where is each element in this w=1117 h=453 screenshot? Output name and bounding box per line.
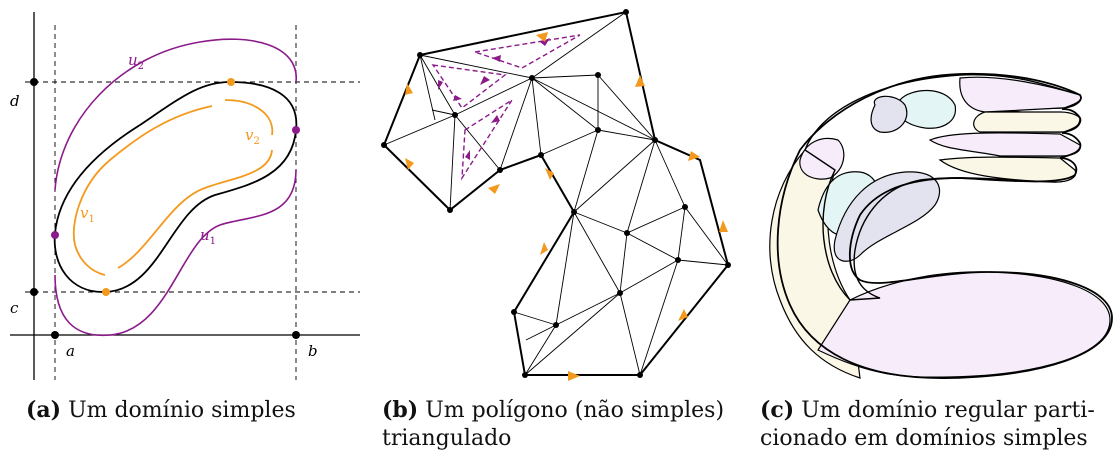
point-left-purple	[51, 231, 59, 239]
curve-v1	[72, 105, 213, 276]
purple-dashed-triangles	[431, 34, 581, 181]
caption-c-line1: Um domínio regular parti-	[801, 398, 1095, 423]
caption-b-line1: Um polígono (não simples)	[425, 398, 725, 423]
orange-arrowheads	[405, 32, 728, 381]
point-d	[30, 78, 38, 86]
panel-b-diagram	[381, 9, 731, 381]
caption-b: (b) Um polígono (não simples) triangulad…	[382, 396, 752, 453]
curve-u1	[54, 169, 297, 337]
polygon-boundary	[382, 10, 730, 376]
caption-a: (a) Um domínio simples	[26, 396, 296, 425]
panel-a-diagram: d c a b u2 u1 v2 v1	[10, 12, 360, 380]
caption-a-text: Um domínio simples	[68, 398, 296, 423]
curve-u2	[54, 38, 297, 191]
panel-a-simple-domain: d c a b u2 u1 v2 v1	[0, 0, 360, 395]
region-pink-small	[799, 137, 845, 180]
point-top-orange	[227, 78, 235, 86]
curve-v2-top	[224, 99, 274, 136]
caption-b-tag: (b)	[382, 397, 419, 423]
point-b	[292, 331, 300, 339]
label-u1: u1	[200, 226, 216, 247]
point-a	[51, 331, 59, 339]
caption-c-line2: cionado em domínios simples	[760, 426, 1088, 451]
caption-a-tag: (a)	[26, 397, 62, 423]
caption-c: (c) Um domínio regular parti- cionado em…	[760, 396, 1117, 453]
region-pink-top	[959, 76, 1082, 113]
region-pink-finger	[928, 132, 1081, 157]
point-c	[30, 288, 38, 296]
label-a: a	[66, 342, 75, 360]
region-cream-finger	[973, 111, 1081, 133]
caption-b-line2: triangulado	[382, 426, 512, 451]
panel-c-diagram	[769, 72, 1113, 379]
curve-v2	[117, 149, 273, 269]
domain-boundary	[53, 81, 298, 293]
triangulation-edges	[383, 11, 729, 376]
label-v2: v2	[245, 126, 260, 147]
caption-c-tag: (c)	[760, 397, 795, 423]
region-lavender-top	[870, 95, 908, 133]
label-d: d	[10, 92, 20, 110]
domain-outline	[776, 72, 1113, 379]
panel-b-triangulated-polygon	[370, 0, 750, 395]
label-u2: u2	[128, 51, 144, 72]
label-v1: v1	[80, 204, 95, 225]
panel-c-partitioned-domain	[755, 0, 1117, 395]
region-cream-finger-low	[938, 156, 1077, 183]
polygon-vertices	[381, 9, 731, 378]
purple-arrowheads	[438, 38, 550, 160]
label-b: b	[308, 342, 318, 360]
point-bottom-orange	[102, 288, 110, 296]
label-c: c	[10, 299, 19, 317]
point-right-purple	[292, 126, 300, 134]
